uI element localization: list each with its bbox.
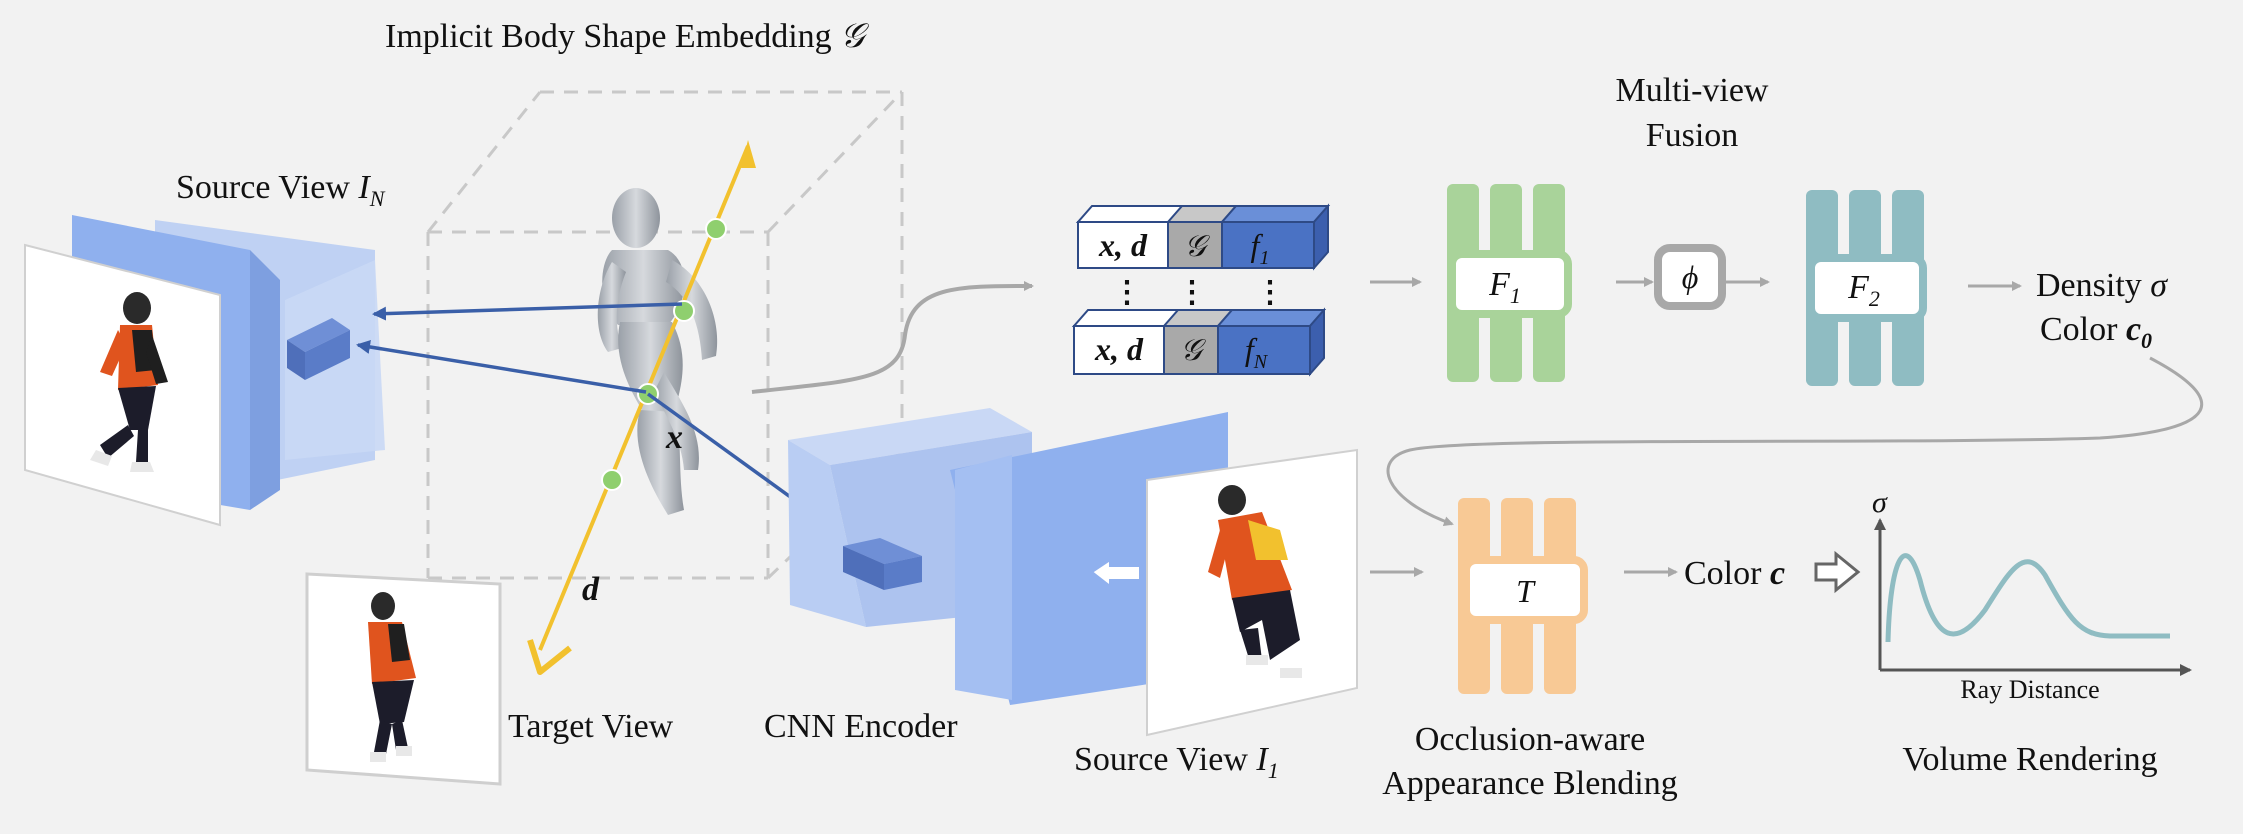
dots-2: ⋮ [1177, 276, 1207, 309]
mlp-f1 [1447, 184, 1572, 382]
source-image-1 [1146, 448, 1358, 737]
source-view-1-label: Source View I1 [1074, 741, 1279, 783]
multiview-line1: Multi-view [1616, 72, 1769, 109]
encode-arrow-icon [1090, 558, 1141, 589]
ray-dir-d: d [582, 571, 600, 608]
occlusion-line2: Appearance Blending [1382, 765, 1678, 802]
mlp-t [1458, 498, 1588, 694]
color0-label: Color c0 [2040, 311, 2152, 353]
sample-point [705, 218, 727, 240]
target-view-label: Target View [508, 708, 674, 745]
camera-icon [527, 639, 572, 675]
text-labels: Implicit Body Shape Embedding 𝒢 Source V… [176, 18, 2168, 802]
dots-3: ⋮ [1255, 276, 1285, 309]
pipeline-arrows [1370, 277, 2204, 577]
sample-point [673, 300, 695, 322]
person-figure-n [90, 292, 168, 472]
cnn-encoder [788, 408, 1228, 705]
phi-block [1654, 244, 1726, 310]
phi-label: ϕ [1682, 259, 1699, 295]
volume-rendering-label: Volume Rendering [1902, 741, 2157, 778]
render-arrow-icon [1814, 550, 1861, 594]
ray-point-x: x [665, 419, 683, 456]
feature-vector-n [1071, 307, 1327, 377]
f2-label: F2 [1847, 269, 1880, 311]
plot-ylabel: σ [1872, 486, 1888, 519]
t-label: T [1516, 573, 1536, 609]
sample-point [601, 469, 623, 491]
source-view-n-stack [24, 215, 385, 527]
density-plot [1874, 518, 2192, 676]
target-view-image [305, 572, 502, 786]
implicit-title: Implicit Body Shape Embedding 𝒢 [385, 18, 869, 55]
feature-vector-1 [1075, 203, 1331, 271]
occlusion-line1: Occlusion-aware [1415, 721, 1645, 758]
fvn-xd: x, d [1094, 331, 1144, 367]
projection-arrows [356, 302, 838, 532]
ray [527, 140, 756, 675]
density-curve [1885, 553, 2170, 643]
f1-label: F1 [1488, 266, 1521, 308]
mlp-f2 [1806, 190, 1927, 386]
fv1-xd: x, d [1098, 227, 1148, 263]
dots-1: ⋮ [1112, 276, 1142, 309]
source-view-n-label: Source View IN [176, 169, 386, 211]
cnn-encoder-label: CNN Encoder [764, 708, 958, 745]
multiview-line2: Fusion [1646, 117, 1739, 154]
color-c-label: Color c [1684, 555, 1785, 592]
density-label: Density σ [2036, 267, 2168, 304]
plot-xlabel: Ray Distance [1960, 675, 2099, 704]
to-features-arrow [751, 280, 1034, 394]
